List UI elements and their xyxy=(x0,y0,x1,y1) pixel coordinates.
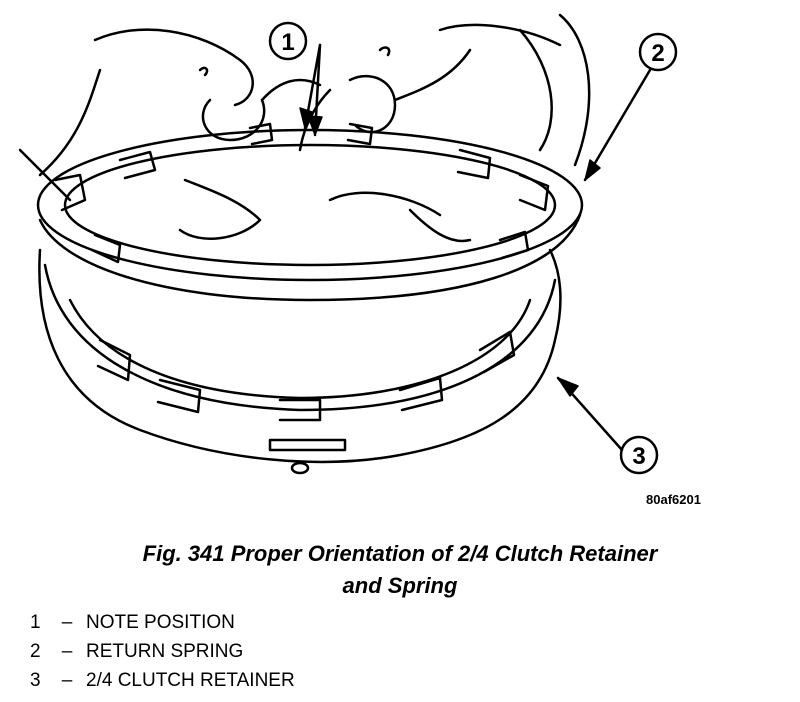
callout-1-label: 1 xyxy=(281,29,294,56)
callout-2-circle xyxy=(638,32,678,72)
figure-caption: Fig. 341 Proper Orientation of 2/4 Clutc… xyxy=(0,538,800,602)
arrow-2 xyxy=(583,68,652,182)
clutch-retainer-illustration: 1 2 3 xyxy=(18,13,678,475)
return-spring xyxy=(36,122,584,302)
callout-2-label: 2 xyxy=(651,40,664,67)
legend-number: 2 xyxy=(30,641,41,662)
caption-line-1: Fig. 341 Proper Orientation of 2/4 Clutc… xyxy=(142,541,658,566)
callout-3-circle xyxy=(619,435,659,475)
legend-separator: – xyxy=(61,641,73,662)
figure-code: 80af6201 xyxy=(646,492,701,507)
arrowhead-1b xyxy=(307,115,323,136)
legend-separator: – xyxy=(61,612,73,633)
arrowhead-3 xyxy=(557,377,579,397)
callout-1-circle xyxy=(268,21,308,61)
legend-label: RETURN SPRING xyxy=(86,641,244,662)
legend-number: 1 xyxy=(30,612,41,633)
callouts xyxy=(268,21,678,475)
clutch-retainer xyxy=(38,248,562,475)
leader-arrows xyxy=(299,43,652,452)
legend-item: 2–RETURN SPRING xyxy=(30,637,295,666)
legend-item: 3–2/4 CLUTCH RETAINER xyxy=(30,666,295,695)
legend-separator: – xyxy=(61,670,73,691)
hands-drawing xyxy=(18,13,591,243)
legend-item: 1–NOTE POSITION xyxy=(30,608,295,637)
legend-label: 2/4 CLUTCH RETAINER xyxy=(86,670,295,691)
legend-list: 1–NOTE POSITION 2–RETURN SPRING 3–2/4 CL… xyxy=(30,608,295,695)
arrowhead-1a xyxy=(299,107,313,129)
caption-line-2: and Spring xyxy=(342,573,458,598)
legend-number: 3 xyxy=(30,670,41,691)
callout-3-label: 3 xyxy=(632,443,645,470)
legend-label: NOTE POSITION xyxy=(86,612,235,633)
arrowhead-2 xyxy=(584,159,601,181)
